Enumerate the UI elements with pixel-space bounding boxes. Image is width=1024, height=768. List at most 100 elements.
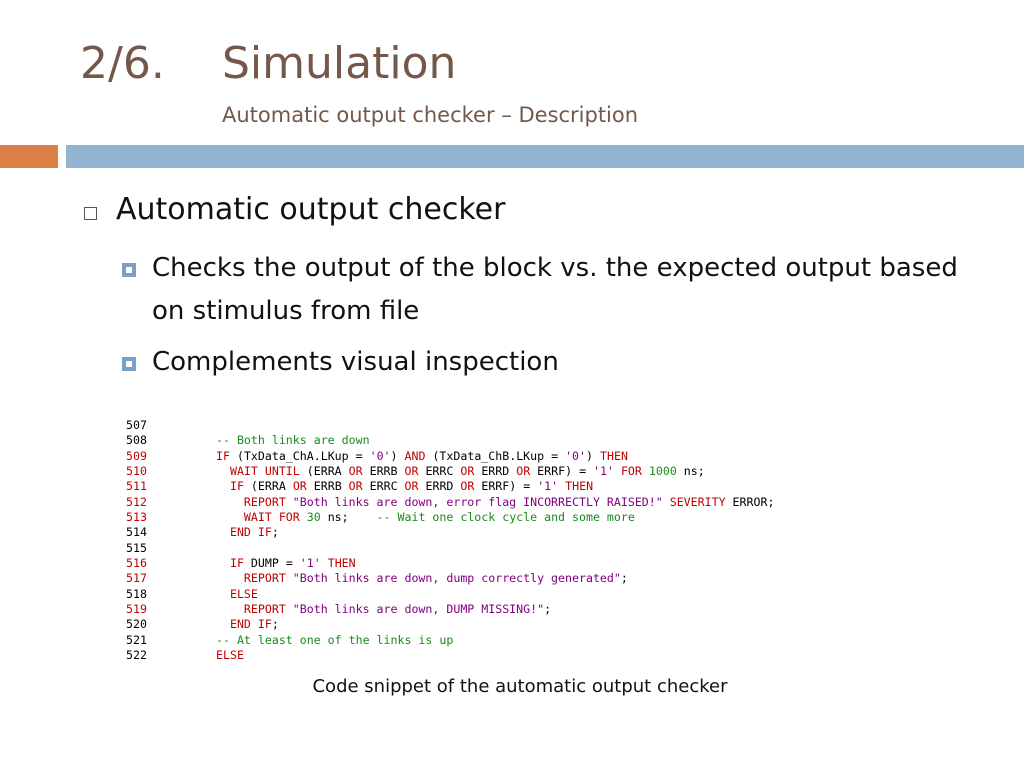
code-token: = <box>355 448 370 463</box>
code-line: 510 WAIT UNTIL (ERRA OR ERRB OR ERRC OR … <box>126 464 774 479</box>
bullet-level1-text: Automatic output checker <box>116 192 506 227</box>
code-token: DUMP <box>250 556 286 571</box>
code-token: REPORT <box>243 602 293 617</box>
code-token: REPORT <box>243 494 293 509</box>
code-token: '0' <box>565 448 587 463</box>
code-token: ; <box>271 617 279 632</box>
code-line-number: 508 <box>126 433 147 448</box>
code-line: 508 -- Both links are down <box>126 433 774 448</box>
code-line-number: 518 <box>126 586 147 601</box>
code-token: ERRF) <box>481 479 524 494</box>
code-token: '0' <box>369 448 391 463</box>
code-token: ns; <box>683 464 705 479</box>
code-line: 522 ELSE <box>126 648 774 663</box>
code-token: ( <box>236 448 244 463</box>
code-line-number: 512 <box>126 494 147 509</box>
code-token: ; <box>544 602 552 617</box>
code-line: 516 IF DUMP = '1' THEN <box>126 556 774 571</box>
code-token: ERROR; <box>732 494 775 509</box>
code-line: 513 WAIT FOR 30 ns; -- Wait one clock cy… <box>126 510 774 525</box>
code-token: ERRC <box>369 479 405 494</box>
bullet-level2-text: Complements visual inspection <box>152 347 559 377</box>
code-token: ) <box>390 448 405 463</box>
code-token: FOR <box>620 464 649 479</box>
code-token: ERRD <box>425 479 461 494</box>
code-token: THEN <box>600 448 628 463</box>
code-line: 521 -- At least one of the links is up <box>126 633 774 648</box>
code-line: 518 ELSE <box>126 587 774 602</box>
code-token <box>216 495 244 509</box>
code-token <box>216 602 244 616</box>
code-token: OR <box>460 479 482 494</box>
code-line-number: 514 <box>126 525 147 540</box>
code-token: ; <box>620 571 628 586</box>
code-token: '1' <box>537 479 566 494</box>
code-line-number: 510 <box>126 464 147 479</box>
code-token: '1' <box>593 464 621 479</box>
code-token: WAIT FOR <box>243 510 307 525</box>
slide-title: Simulation <box>222 38 457 89</box>
code-line-number: 521 <box>126 632 147 647</box>
code-token: REPORT <box>243 571 293 586</box>
code-token: OR <box>348 464 370 479</box>
code-line-number: 520 <box>126 617 147 632</box>
code-token: END IF <box>229 525 272 540</box>
code-token: SEVERITY <box>669 494 733 509</box>
accent-bar-blue <box>66 145 1024 168</box>
code-line: 511 IF (ERRA OR ERRB OR ERRC OR ERRD OR … <box>126 479 774 494</box>
code-token: = <box>523 479 538 494</box>
code-token: ERRF) <box>537 464 580 479</box>
code-line-number: 516 <box>126 556 147 571</box>
code-token: '1' <box>299 556 328 571</box>
code-line-number: 515 <box>126 540 147 555</box>
code-line: 507 <box>126 418 774 433</box>
code-token: THEN <box>565 479 594 494</box>
code-token: ERRB <box>369 464 405 479</box>
code-token <box>216 479 230 493</box>
code-line-number: 522 <box>126 648 147 663</box>
code-line: 515 <box>126 541 774 556</box>
code-token: = <box>551 448 566 463</box>
slide-subtitle: Automatic output checker – Description <box>222 103 639 127</box>
code-token: OR <box>292 479 314 494</box>
code-line: 512 REPORT "Both links are down, error f… <box>126 495 774 510</box>
code-token: "Both links are down, DUMP MISSING!" <box>292 602 545 617</box>
code-token: IF <box>229 479 251 494</box>
code-line-number: 511 <box>126 479 147 494</box>
code-token: -- At least one of the links is up <box>216 632 454 647</box>
code-token: ERRC <box>425 464 461 479</box>
code-token: WAIT UNTIL <box>229 464 307 479</box>
code-token: ns; <box>327 510 377 525</box>
code-token: "Both links are down, error flag INCORRE… <box>292 494 670 509</box>
code-token: 1000 <box>648 464 684 479</box>
code-token <box>216 571 244 585</box>
code-token: ELSE <box>216 648 244 663</box>
code-token: -- Wait one clock cycle and some more <box>376 510 635 525</box>
code-token <box>216 525 230 539</box>
code-token: -- Both links are down <box>216 433 370 448</box>
bullet-level2-text: Checks the output of the block vs. the e… <box>152 253 958 326</box>
slide-number: 2/6. <box>80 38 165 89</box>
code-token: THEN <box>327 556 356 571</box>
code-token: END IF <box>229 617 272 632</box>
code-line: 519 REPORT "Both links are down, DUMP MI… <box>126 602 774 617</box>
code-token <box>216 510 244 524</box>
code-line: 517 REPORT "Both links are down, dump co… <box>126 571 774 586</box>
code-token: OR <box>460 464 482 479</box>
code-token: TxData_ChA.LKup <box>243 448 356 463</box>
code-token: AND <box>404 448 433 463</box>
code-token: ERRB <box>313 479 349 494</box>
code-token <box>216 556 230 570</box>
code-token: = <box>285 556 300 571</box>
code-line-number: 519 <box>126 602 147 617</box>
code-token: OR <box>348 479 370 494</box>
hollow-square-bullet-icon <box>84 207 97 220</box>
code-line-number: 507 <box>126 418 147 432</box>
code-token: ; <box>271 525 279 540</box>
code-token: (TxData_ChB.LKup <box>432 448 552 463</box>
accent-bar-orange <box>0 145 58 168</box>
code-line-number: 513 <box>126 510 147 525</box>
code-token: "Both links are down, dump correctly gen… <box>292 571 621 586</box>
